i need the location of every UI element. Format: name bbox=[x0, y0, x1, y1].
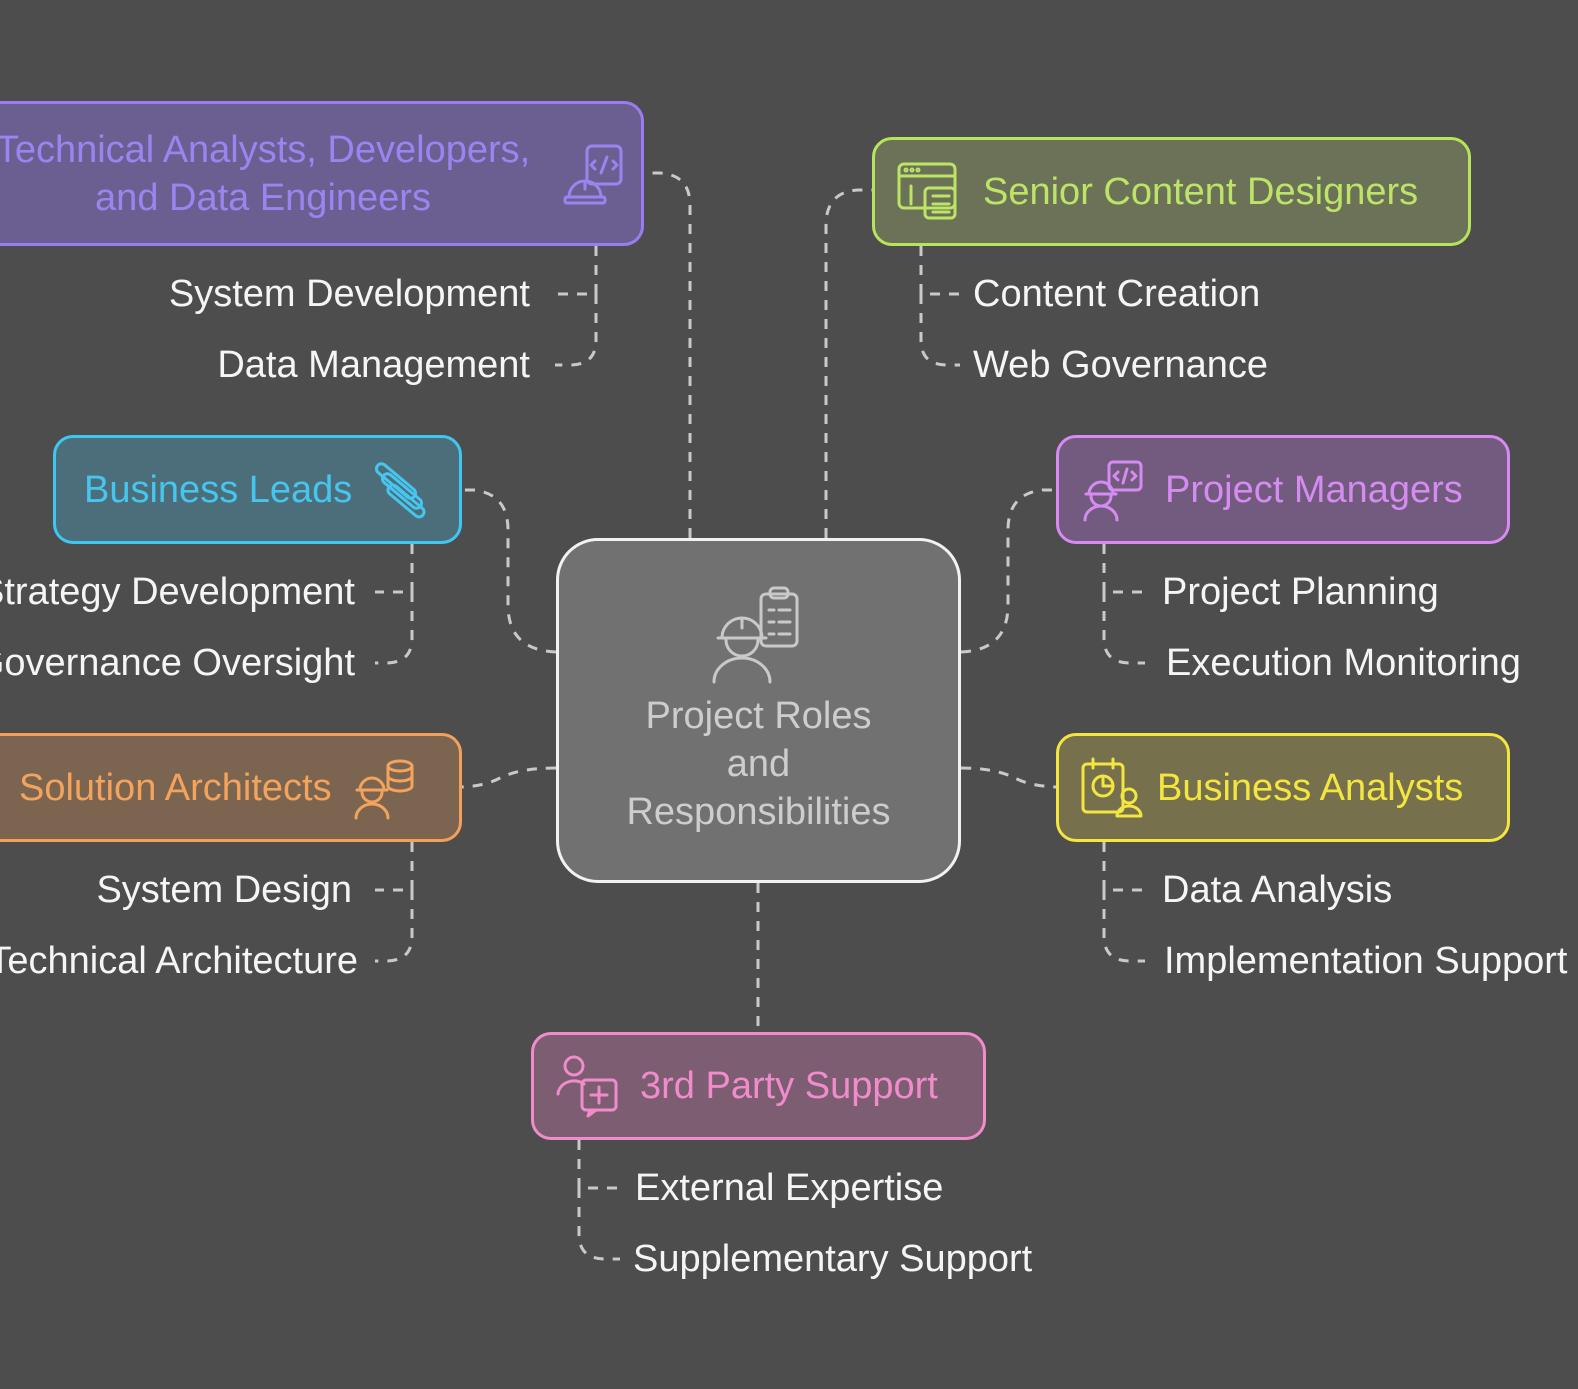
connector-technical bbox=[645, 171, 692, 538]
center-title: Project Roles and Responsibilities bbox=[626, 694, 891, 833]
solution-architects-title: Solution Architects bbox=[19, 766, 332, 809]
support-person-icon bbox=[556, 1055, 618, 1118]
business-leads-item-1: Strategy Development bbox=[0, 571, 355, 613]
connector-business-analysts bbox=[960, 766, 1057, 789]
technical-item-1: System Development bbox=[168, 273, 530, 315]
content-item-2: Web Governance bbox=[973, 344, 1269, 386]
node-business-analysts[interactable]: Business Analysts bbox=[1056, 733, 1510, 842]
node-third-party-support[interactable]: 3rd Party Support bbox=[531, 1032, 986, 1140]
connector-content bbox=[824, 188, 872, 538]
node-senior-content-designers[interactable]: Senior Content Designers bbox=[872, 137, 1471, 246]
third-party-item-1: External Expertise bbox=[635, 1167, 944, 1209]
third-party-title: 3rd Party Support bbox=[640, 1065, 938, 1107]
node-project-managers[interactable]: Project Managers bbox=[1056, 435, 1510, 544]
center-hub: Project Roles and Responsibilities bbox=[556, 538, 961, 883]
business-analysts-item-1: Data Analysis bbox=[1162, 869, 1393, 911]
connector-project-managers bbox=[960, 488, 1056, 654]
third-party-item-2: Supplementary Support bbox=[633, 1238, 1033, 1280]
developer-hardhat-icon bbox=[563, 144, 623, 204]
content-title: Senior Content Designers bbox=[983, 170, 1419, 213]
business-leads-title: Business Leads bbox=[84, 468, 353, 511]
node-technical-analysts[interactable]: Technical Analysts, Developers, and Data… bbox=[0, 101, 644, 246]
node-solution-architects[interactable]: Solution Architects bbox=[0, 733, 462, 842]
content-item-1: Content Creation bbox=[973, 273, 1261, 315]
manager-code-icon bbox=[1083, 460, 1143, 521]
node-business-leads[interactable]: Business Leads bbox=[53, 435, 462, 544]
solution-architects-item-2: Technical Architecture bbox=[0, 940, 358, 982]
technical-title: Technical Analysts, Developers, and Data… bbox=[0, 128, 531, 219]
web-layout-icon bbox=[897, 162, 957, 219]
business-analysts-item-2: Implementation Support bbox=[1164, 940, 1568, 982]
architect-database-icon bbox=[354, 759, 414, 819]
analyst-chart-icon bbox=[1081, 757, 1143, 817]
project-managers-item-2: Execution Monitoring bbox=[1166, 642, 1521, 684]
project-managers-item-1: Project Planning bbox=[1162, 571, 1439, 613]
business-leads-item-2: Governance Oversight bbox=[0, 642, 355, 684]
connector-solution-architects bbox=[461, 766, 557, 789]
business-analysts-title: Business Analysts bbox=[1157, 766, 1464, 809]
technical-item-2: Data Management bbox=[217, 344, 530, 386]
engineer-clipboard-icon bbox=[712, 586, 798, 683]
project-managers-title: Project Managers bbox=[1165, 468, 1463, 511]
stacked-bars-icon bbox=[375, 461, 426, 518]
connector-business-leads bbox=[462, 488, 557, 654]
solution-architects-item-1: System Design bbox=[96, 869, 352, 911]
